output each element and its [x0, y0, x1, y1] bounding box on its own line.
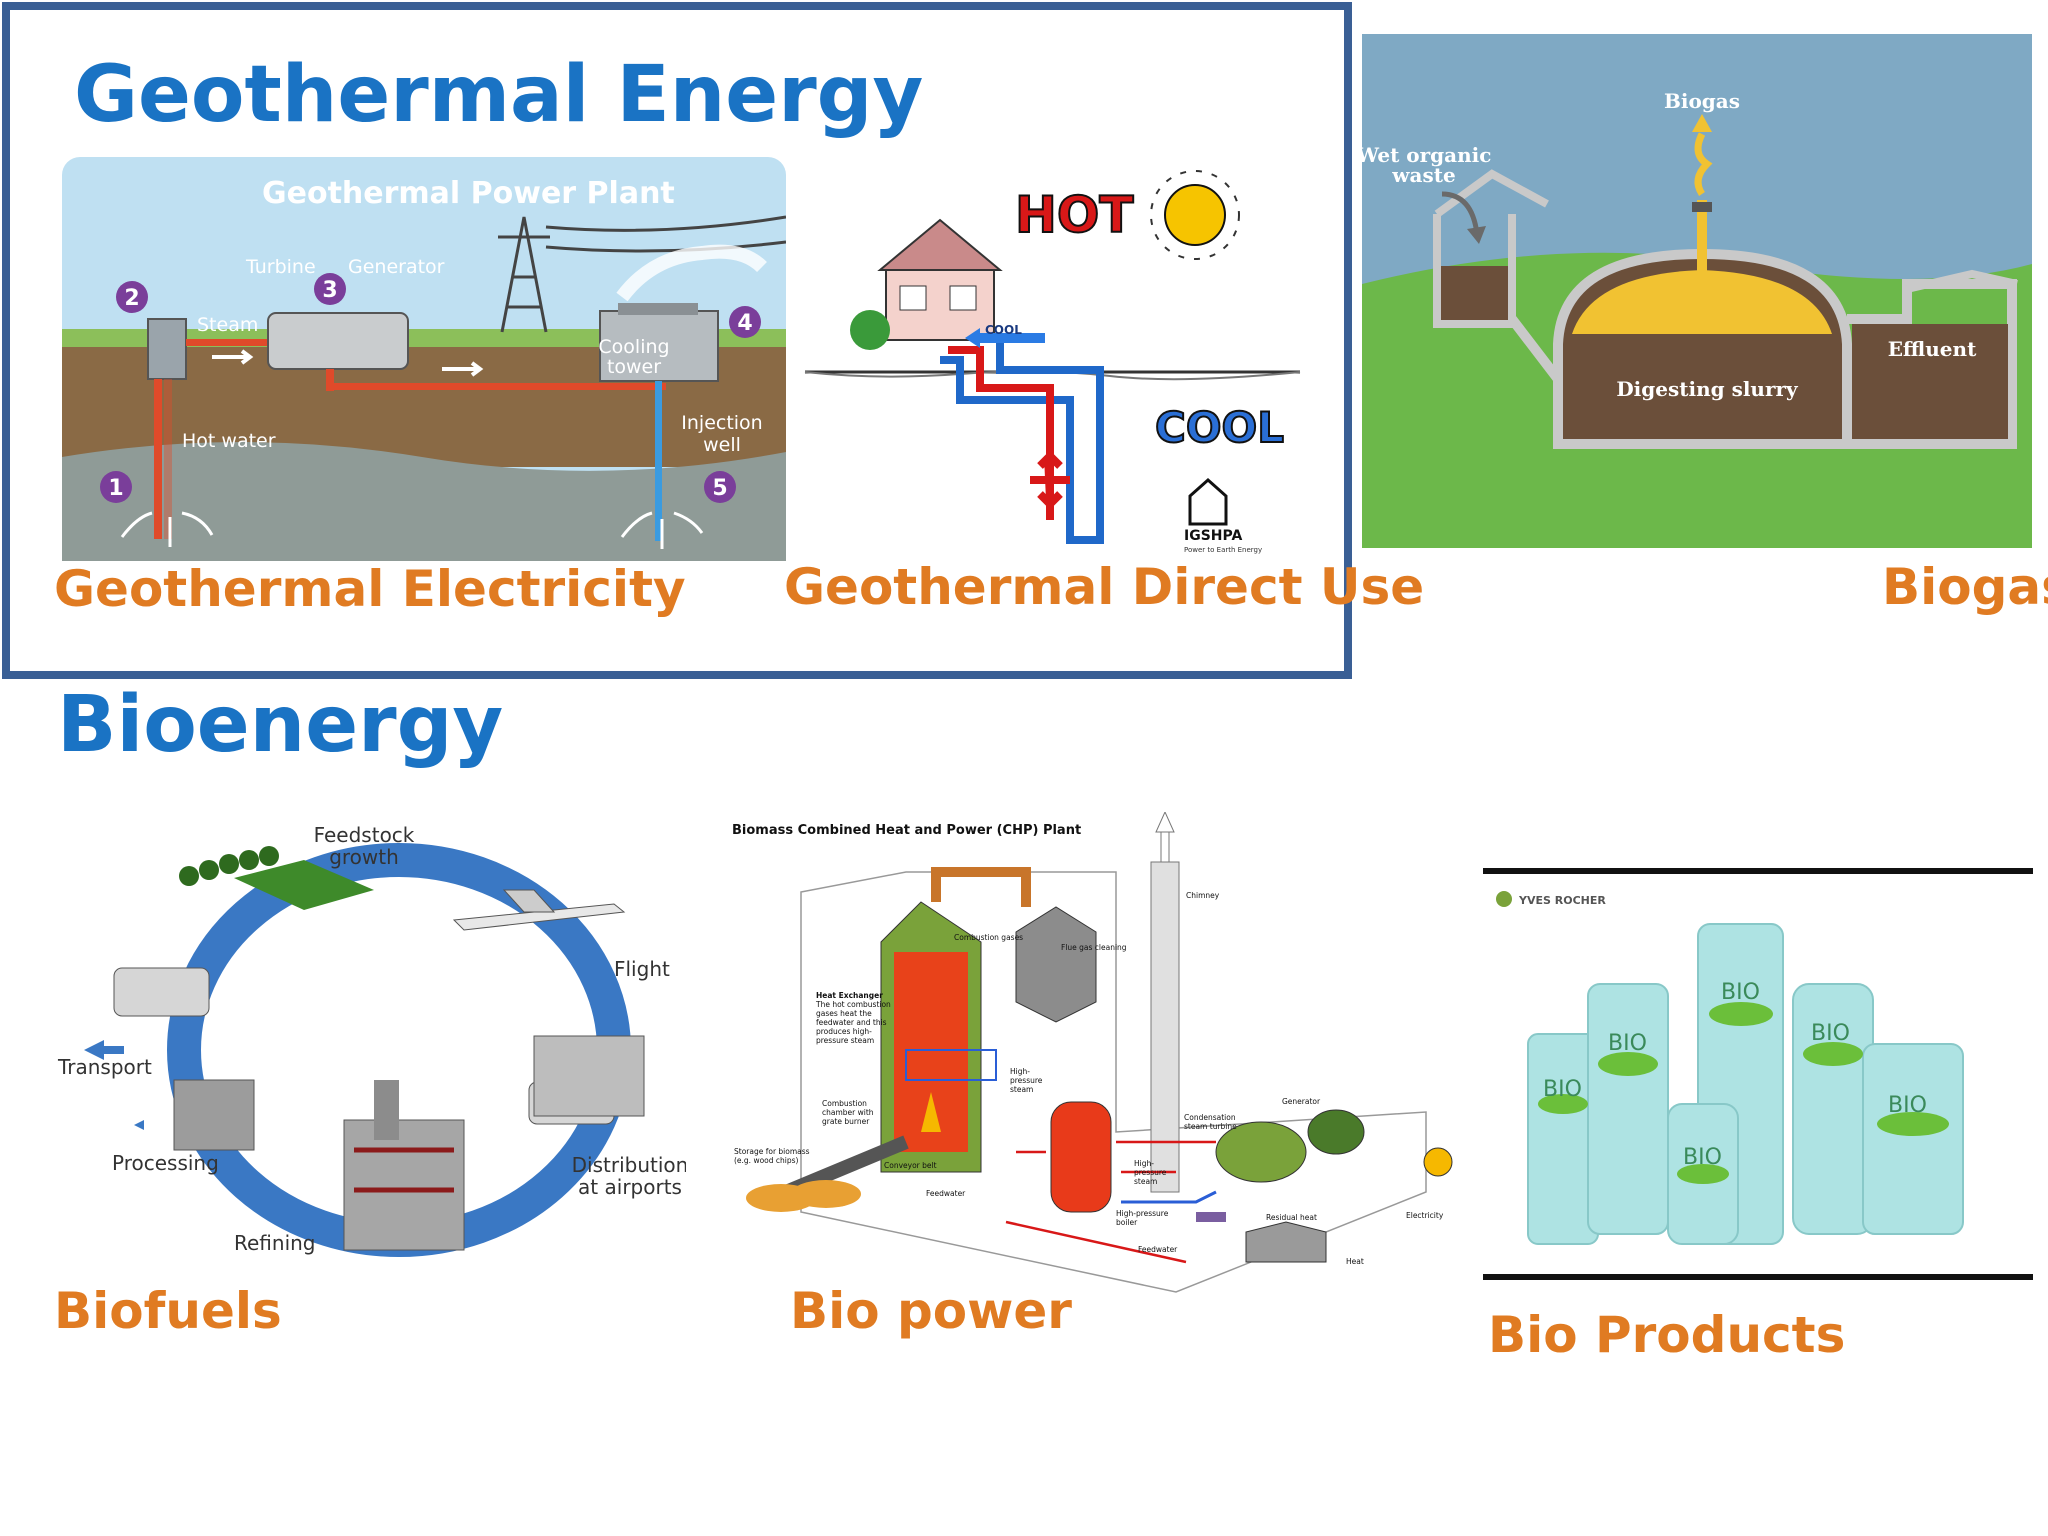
generator-label: Generator: [1282, 1097, 1321, 1106]
geothermal-section-frame: [2, 2, 1352, 679]
cool-large-label: COOL: [1155, 403, 1284, 452]
step-1: 1: [108, 476, 123, 501]
injection-well-label-1: Injection: [681, 412, 762, 434]
feedstock-label-2: growth: [329, 845, 399, 869]
heat-exchanger-label-3: gases heat the: [816, 1009, 872, 1018]
heat-exchanger-label-6: pressure steam: [816, 1036, 874, 1045]
chimney-label: Chimney: [1186, 891, 1220, 900]
hp-steam-label-2: pressure: [1010, 1076, 1043, 1085]
geothermal-power-plant-diagram: Geothermal Power Plant: [62, 157, 786, 561]
cooling-tower-label-2: tower: [607, 356, 661, 378]
bio-label-5: BIO: [1811, 1021, 1850, 1046]
distribution-label-2: at airports: [578, 1175, 682, 1199]
hp-steam2-label-2: pressure: [1134, 1168, 1167, 1177]
bio-power-caption: Bio power: [790, 1282, 1072, 1340]
steam-label: Steam: [197, 314, 258, 336]
cooling-tower-label-1: Cooling: [598, 336, 669, 358]
flight-label: Flight: [614, 957, 670, 981]
heat-exchanger-label-1: Heat Exchanger: [816, 991, 883, 1000]
wet-waste-label-1: Wet organic: [1362, 143, 1491, 167]
bio-products-photo: YVES ROCHER BIO BIO BIO BIO BIO BIO: [1483, 868, 2033, 1280]
hp-boiler-label-2: boiler: [1116, 1218, 1138, 1227]
step-4: 4: [737, 311, 752, 336]
bio-label-1: BIO: [1543, 1077, 1582, 1102]
hp-steam2-label-3: steam: [1134, 1177, 1157, 1186]
biogas-gas-label: Biogas: [1664, 89, 1740, 113]
bio-label-6: BIO: [1888, 1093, 1927, 1118]
geothermal-heading: Geothermal Energy: [74, 50, 924, 140]
feedstock-label-1: Feedstock: [314, 823, 415, 847]
storage-label-1: Storage for biomass: [734, 1147, 810, 1156]
biofuels-cycle-diagram: Feedstock growth Flight Transport Proces…: [54, 820, 686, 1280]
heat-exchanger-label-4: feedwater and this: [816, 1018, 887, 1027]
hp-steam-label-1: High-: [1010, 1067, 1030, 1076]
yves-rocher-brand: YVES ROCHER: [1518, 894, 1606, 907]
refining-label: Refining: [234, 1231, 316, 1255]
biofuels-caption: Biofuels: [54, 1282, 282, 1340]
hp-boiler-label-1: High-pressure: [1116, 1209, 1169, 1218]
storage-label-2: (e.g. wood chips): [734, 1156, 799, 1165]
effluent-label: Effluent: [1888, 337, 1977, 361]
hot-label: HOT: [1015, 186, 1133, 244]
transport-label: Transport: [57, 1055, 152, 1079]
step-5: 5: [712, 476, 727, 501]
feedwater2-label: Feedwater: [1138, 1245, 1178, 1254]
generator-label: Generator: [348, 256, 445, 278]
hot-water-label: Hot water: [182, 430, 276, 452]
turbine-label: Turbine: [245, 256, 316, 278]
condensation-turbine-label-2: steam turbine: [1184, 1122, 1237, 1131]
heat-exchanger-label-5: produces high-: [816, 1027, 872, 1036]
biogas-diagram: Biogas Wet organic waste Digesting slurr…: [1362, 34, 2032, 548]
biogas-caption: Biogas: [1882, 558, 2048, 616]
distribution-label-1: Distribution: [572, 1153, 686, 1177]
cool-small-label: COOL: [985, 323, 1022, 337]
wet-waste-label-2: waste: [1391, 163, 1455, 187]
hp-steam-label-3: steam: [1010, 1085, 1033, 1094]
processing-label: Processing: [112, 1151, 219, 1175]
digesting-slurry-label: Digesting slurry: [1616, 377, 1799, 401]
combustion-gases-label: Combustion gases: [954, 933, 1023, 942]
bio-label-4: BIO: [1683, 1145, 1722, 1170]
heat-label: Heat: [1346, 1257, 1364, 1266]
chp-title: Biomass Combined Heat and Power (CHP) Pl…: [732, 823, 1081, 838]
biomass-chp-plant-diagram: Biomass Combined Heat and Power (CHP) Pl…: [726, 812, 1466, 1302]
step-3: 3: [322, 278, 337, 303]
residual-heat-label: Residual heat: [1266, 1213, 1317, 1222]
heat-exchanger-label-2: The hot combustion: [815, 1000, 891, 1009]
igshpa-logo-tagline: Power to Earth Energy: [1184, 546, 1262, 554]
igshpa-logo-text: IGSHPA: [1184, 528, 1242, 544]
injection-well-label-2: well: [703, 434, 741, 456]
combustion-chamber-label-3: grate burner: [822, 1117, 870, 1126]
step-2: 2: [124, 286, 139, 311]
combustion-chamber-label-2: chamber with: [822, 1108, 874, 1117]
bio-label-3: BIO: [1721, 980, 1760, 1005]
geothermal-electricity-caption: Geothermal Electricity: [54, 560, 686, 618]
bio-label-2: BIO: [1608, 1031, 1647, 1056]
bioenergy-heading: Bioenergy: [57, 680, 504, 770]
flue-gas-label: Flue gas cleaning: [1061, 943, 1127, 952]
geothermal-direct-use-caption: Geothermal Direct Use: [784, 558, 1425, 616]
conveyor-label: Conveyor belt: [884, 1161, 937, 1170]
condensation-turbine-label-1: Condensation: [1184, 1113, 1236, 1122]
geothermal-direct-use-diagram: COOL HOT COOL IGSHPA Power to Earth Ener…: [800, 160, 1310, 556]
combustion-chamber-label-1: Combustion: [822, 1099, 867, 1108]
power-plant-title: Geothermal Power Plant: [262, 176, 675, 211]
feedwater-label: Feedwater: [926, 1189, 966, 1198]
electricity-label: Electricity: [1406, 1211, 1444, 1220]
hp-steam2-label-1: High-: [1134, 1159, 1154, 1168]
bio-products-caption: Bio Products: [1488, 1306, 1846, 1364]
